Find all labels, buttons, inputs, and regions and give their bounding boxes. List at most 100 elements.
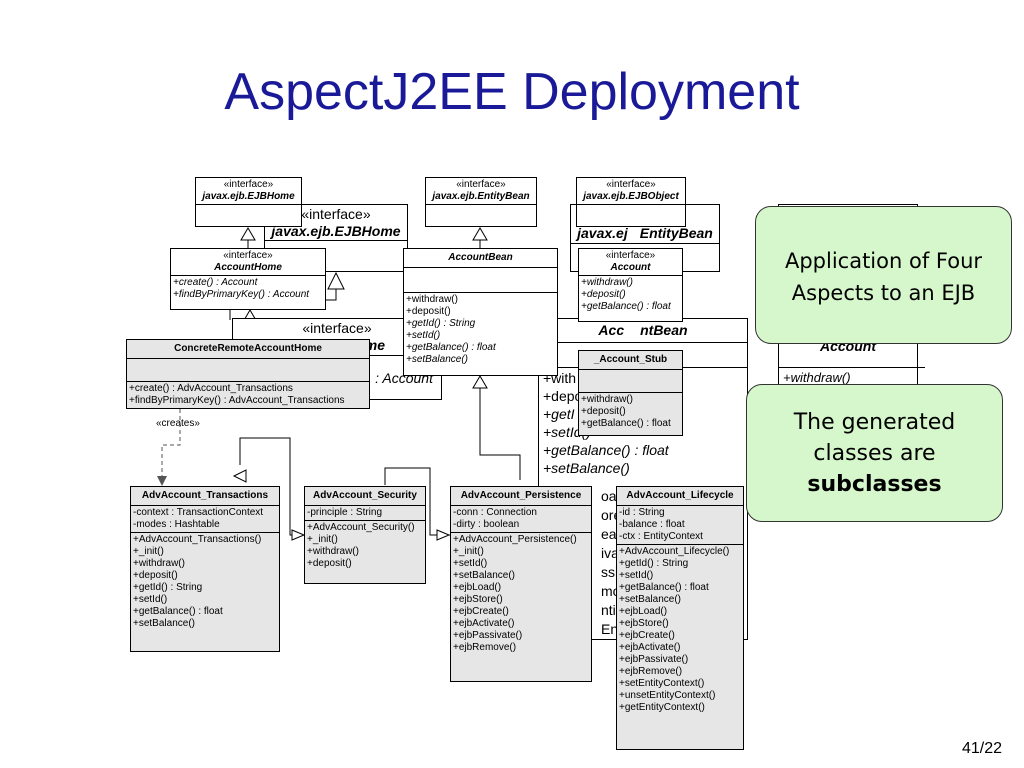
- class-name: AdvAccount_Persistence: [460, 490, 582, 501]
- op: +_init(): [133, 546, 164, 557]
- attribute: -ctx : EntityContext: [619, 531, 703, 542]
- op: +setId(): [133, 594, 168, 605]
- persistence-inherits-line: [479, 388, 521, 480]
- class-name-tail: EntityBean: [639, 225, 713, 241]
- class-name: AdvAccount_Lifecycle: [626, 490, 734, 501]
- op: +setBalance(): [133, 618, 195, 629]
- op: +unsetEntityContext(): [619, 690, 716, 701]
- accounthome-interface-box: «interface» AccountHome +create() : Acco…: [170, 248, 326, 310]
- class-name: javax.ejb.EJBObject: [583, 191, 679, 202]
- account-interface-box: «interface» Account +withdraw() +deposit…: [578, 248, 683, 322]
- stereotype-label: «interface»: [456, 179, 506, 190]
- class-name: AdvAccount_Transactions: [141, 490, 269, 501]
- accountbean-class-box: AccountBean +withdraw() +deposit() +getI…: [403, 248, 558, 376]
- op: +withdraw(): [581, 277, 633, 288]
- op: +withdraw(): [406, 294, 458, 305]
- class-name-prefix: Acc: [598, 322, 625, 338]
- attribute: -principle : String: [307, 507, 383, 518]
- op: +ejbStore(): [619, 618, 669, 629]
- generated-subclasses-callout: The generated classes are subclasses: [746, 384, 1003, 522]
- class-name-partial: javax.ej: [577, 225, 628, 241]
- stereotype-label: «interface»: [302, 320, 372, 336]
- op: +withdraw(): [133, 558, 185, 569]
- op: +ejbLoad(): [619, 606, 668, 617]
- ejbhome-interface-box: «interface» javax.ejb.EJBHome: [195, 177, 302, 227]
- op: +ejbPassivate(): [453, 630, 523, 641]
- op: +ejbCreate(): [619, 630, 675, 641]
- op: +deposit(): [133, 570, 178, 581]
- op: +setBalance(): [619, 594, 681, 605]
- op: +ejbRemove(): [453, 642, 517, 653]
- op: +withdraw(): [307, 546, 359, 557]
- op: +getEntityContext(): [619, 702, 705, 713]
- class-name: _Account_Stub: [593, 354, 668, 365]
- adv-security-box: AdvAccount_Security -principle : String …: [304, 486, 426, 584]
- op: +findByPrimaryKey() : Account: [173, 289, 310, 300]
- op: +withdraw(): [581, 394, 633, 405]
- generalization-arrow: [472, 375, 488, 389]
- op: +AdvAccount_Persistence(): [453, 534, 577, 545]
- generalization-arrow: [240, 227, 256, 241]
- generalization-arrow: [472, 227, 488, 241]
- op: +setBalance(): [543, 460, 630, 476]
- class-name: javax.ejb.EJBHome: [271, 223, 401, 239]
- op: +getBalance() : float: [581, 301, 671, 312]
- class-name: Account: [610, 262, 651, 273]
- class-name: AccountBean: [448, 252, 513, 263]
- op: +getBalance() : float: [133, 606, 223, 617]
- op: +_init(): [307, 534, 338, 545]
- callout-text: Application of Four Aspects to an EJB: [784, 249, 983, 305]
- stereotype-label: «interface»: [301, 206, 371, 222]
- op: +deposit(): [581, 289, 626, 300]
- stereotype-label: «interface»: [606, 179, 656, 190]
- op: +getBalance() : float: [543, 442, 669, 458]
- class-name: javax.ejb.EJBHome: [202, 191, 295, 202]
- op: +setId(): [453, 558, 488, 569]
- class-name-tail: ntBean: [640, 322, 688, 338]
- op: +deposit(): [307, 558, 352, 569]
- class-name: AccountHome: [214, 262, 282, 273]
- adv-persistence-box: AdvAccount_Persistence -conn : Connectio…: [450, 486, 592, 682]
- op: +AdvAccount_Security(): [307, 522, 415, 533]
- entitybean-interface-box: «interface» javax.ejb.EntityBean: [425, 177, 537, 227]
- op: +ejbLoad(): [453, 582, 502, 593]
- creates-label: «creates»: [156, 418, 200, 429]
- op: +getI: [543, 406, 575, 422]
- op: +ejbRemove(): [619, 666, 683, 677]
- class-name: AdvAccount_Security: [313, 490, 417, 501]
- op: +setEntityContext(): [619, 678, 705, 689]
- op: +ejbPassivate(): [619, 654, 689, 665]
- op: +setBalance(): [406, 354, 468, 365]
- aspects-callout: Application of Four Aspects to an EJB: [755, 206, 1012, 344]
- op: +deposit(): [406, 306, 451, 317]
- attribute: -balance : float: [619, 519, 685, 530]
- class-name: javax.ejb.EntityBean: [432, 191, 530, 202]
- creates-dependency-line: [161, 409, 181, 480]
- adv-transactions-box: AdvAccount_Transactions -context : Trans…: [130, 486, 280, 652]
- op: +create() : Account: [173, 277, 258, 288]
- op: +ejbActivate(): [619, 642, 681, 653]
- op: +setId(): [406, 330, 441, 341]
- op: +getBalance() : float: [406, 342, 496, 353]
- op: +ejbCreate(): [453, 606, 509, 617]
- adv-lifecycle-box: AdvAccount_Lifecycle -id : String -balan…: [616, 486, 744, 750]
- op: +getId() : String: [406, 318, 476, 329]
- op: +setBalance(): [453, 570, 515, 581]
- op: +withdraw(): [779, 367, 925, 388]
- page-number: 41/22: [961, 740, 1002, 757]
- class-name: ConcreteRemoteAccountHome: [174, 343, 322, 354]
- op: +ejbStore(): [453, 594, 503, 605]
- op: +deposit(): [581, 406, 626, 417]
- op: +AdvAccount_Lifecycle(): [619, 546, 730, 557]
- op: +getId() : String: [619, 558, 689, 569]
- stereotype-label: «interface»: [223, 250, 273, 261]
- op-fragment: eat: [601, 526, 621, 542]
- generalization-arrow: [327, 271, 345, 290]
- op: +create() : AdvAccount_Transactions: [129, 383, 293, 394]
- callout-line: The generated: [793, 410, 956, 435]
- account-stub-box: _Account_Stub +withdraw() +deposit() +ge…: [578, 350, 683, 436]
- op: +getBalance() : float: [581, 418, 671, 429]
- slide-title: AspectJ2EE Deployment: [224, 63, 800, 121]
- op: +setId(): [619, 570, 654, 581]
- attribute: -modes : Hashtable: [133, 519, 220, 530]
